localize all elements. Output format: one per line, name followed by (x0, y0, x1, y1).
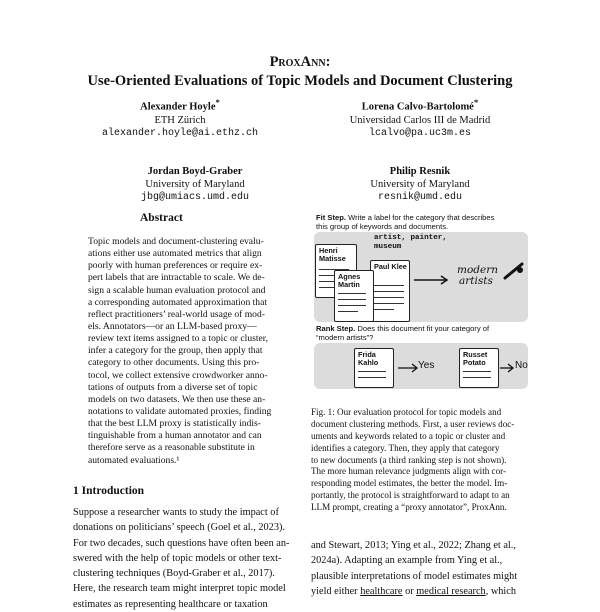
abstract-line: review text items assigned to a topic or… (88, 333, 268, 345)
figure-1: Fit Step. Write a label for the category… (312, 210, 532, 390)
pen-icon (503, 262, 524, 280)
paper-title-line2: Use-Oriented Evaluations of Topic Models… (87, 73, 513, 89)
author-block-4: Philip Resnik University of Maryland res… (320, 165, 520, 204)
abstract-line: automated evaluations.¹ (88, 454, 180, 466)
author-email: resnik@umd.edu (377, 192, 462, 203)
abstract-line: a corresponding automated approximation … (88, 296, 268, 308)
document-card: Paul Klee (370, 260, 410, 322)
abstract-line: therefore serve as a reasonable substitu… (88, 442, 255, 454)
author-affiliation: University of Maryland (370, 179, 470, 190)
author-block-1: Alexander Hoyle* ETH Zürich alexander.ho… (80, 96, 280, 140)
body-line: For two decades, such questions have oft… (73, 537, 290, 549)
document-card: Frida Kahlo (354, 348, 394, 388)
abstract-line: poorly with human preferences or require… (88, 260, 263, 272)
answer-no: No (515, 360, 528, 371)
abstract-line: infer a category for the group, then app… (88, 345, 263, 357)
body-line: and Stewart, 2013; Ying et al., 2022; Zh… (311, 540, 516, 551)
arrow-right-icon (500, 363, 515, 373)
author-name: Alexander Hoyle (140, 101, 216, 113)
body-line: donations on politicians’ speech (Goel e… (73, 522, 285, 534)
handwritten-category-label: modern artists (457, 264, 498, 287)
author-email: lcalvo@pa.uc3m.es (368, 127, 472, 139)
body-line: plausible interpretations of model estim… (311, 570, 518, 582)
author-affiliation: Universidad Carlos III de Madrid (349, 114, 491, 126)
body-line: 2024a). Adapting an example from Ying et… (311, 555, 503, 567)
arrow-right-icon (398, 363, 419, 373)
abstract-line: tinguishable from a human annotator and … (88, 430, 262, 442)
caption-line: responding model estimates, the better t… (311, 478, 508, 489)
abstract-body: Topic models and document-clustering eva… (88, 236, 288, 467)
introduction-body: Suppose a researcher wants to study the … (73, 505, 308, 612)
abstract-line: category to other documents. Using this … (88, 357, 260, 369)
abstract-line: ations either use automated metrics that… (88, 248, 262, 260)
abstract-line: els. Annotators—or an LLM-based proxy— (88, 320, 257, 332)
abstract-line: pert labels that are intractable to scal… (88, 272, 265, 284)
figure-caption: Fig. 1: Our evaluation protocol for topi… (311, 407, 536, 514)
author-email: jbg@umiacs.umd.edu (140, 192, 250, 203)
abstract-line: tations of outputs from a diverse set of… (88, 381, 258, 393)
caption-line: portantly, the protocol is straightforwa… (311, 490, 510, 501)
body-line: Suppose a researcher wants to study the … (73, 507, 279, 518)
answer-yes: Yes (418, 360, 435, 371)
abstract-line: that the best LLM proxy is statistically… (88, 418, 261, 430)
caption-line: LLM prompt, creating a “proxy annotator”… (311, 502, 507, 513)
author-affiliation: University of Maryland (145, 179, 245, 190)
caption-line: document clustering methods. First, a us… (311, 418, 515, 429)
body-line: yield either healthcare or medical resea… (311, 585, 517, 597)
paper-title-line1: ProxAnn: (269, 54, 331, 70)
author-name: Lorena Calvo-Bartolomé (361, 101, 474, 113)
caption-line: identifies a category. Then, they apply … (311, 442, 500, 453)
caption-line: The more human relevance judgments align… (311, 466, 507, 477)
document-card: Russet Potato (459, 348, 499, 388)
caption-line: Fig. 1: Our evaluation protocol for topi… (311, 407, 502, 417)
section-heading-introduction: 1 Introduction (73, 485, 145, 497)
abstract-line: reflect practitioners’ real-world usage … (88, 308, 265, 320)
caption-line: uments and keywords related to a topic o… (311, 430, 506, 441)
abstract-line: tocol, we collect extensive crowdworker … (88, 369, 268, 381)
abstract-line: notations to validate automated proxies,… (88, 405, 272, 417)
body-line: clustering techniques (Boyd-Graber et al… (73, 568, 275, 580)
fit-step-instruction: Fit Step. Write a label for the category… (316, 213, 495, 231)
rank-step-instruction: Rank Step. Does this document fit your c… (316, 324, 490, 342)
abstract-line: models on two datasets. We then use thes… (88, 393, 266, 405)
right-column-body: and Stewart, 2013; Ying et al., 2022; Zh… (311, 538, 536, 599)
arrow-right-icon (414, 275, 449, 285)
abstract-heading: Abstract (140, 212, 183, 224)
author-name: Jordan Boyd-Graber (147, 166, 243, 177)
author-email: alexander.hoyle@ai.ethz.ch (101, 127, 259, 139)
author-name: Philip Resnik (389, 166, 451, 177)
author-block-2: Lorena Calvo-Bartolomé* Universidad Carl… (310, 96, 530, 140)
keyword-list: artist, painter, museum (374, 234, 447, 251)
document-card: Agnes Martin (334, 270, 374, 322)
abstract-line: Topic models and document-clustering eva… (88, 236, 264, 247)
author-affiliation: ETH Zürich (154, 114, 206, 126)
body-line: Here, the research team might interpret … (73, 583, 286, 595)
abstract-line: sign a scalable human evaluation protoco… (88, 284, 266, 296)
body-line: estimates as representing healthcare or … (73, 598, 268, 610)
caption-line: to new documents (a third ranking step i… (311, 454, 507, 465)
body-line: swered with the help of topic models or … (73, 552, 282, 564)
author-block-3: Jordan Boyd-Graber University of Marylan… (95, 165, 295, 204)
